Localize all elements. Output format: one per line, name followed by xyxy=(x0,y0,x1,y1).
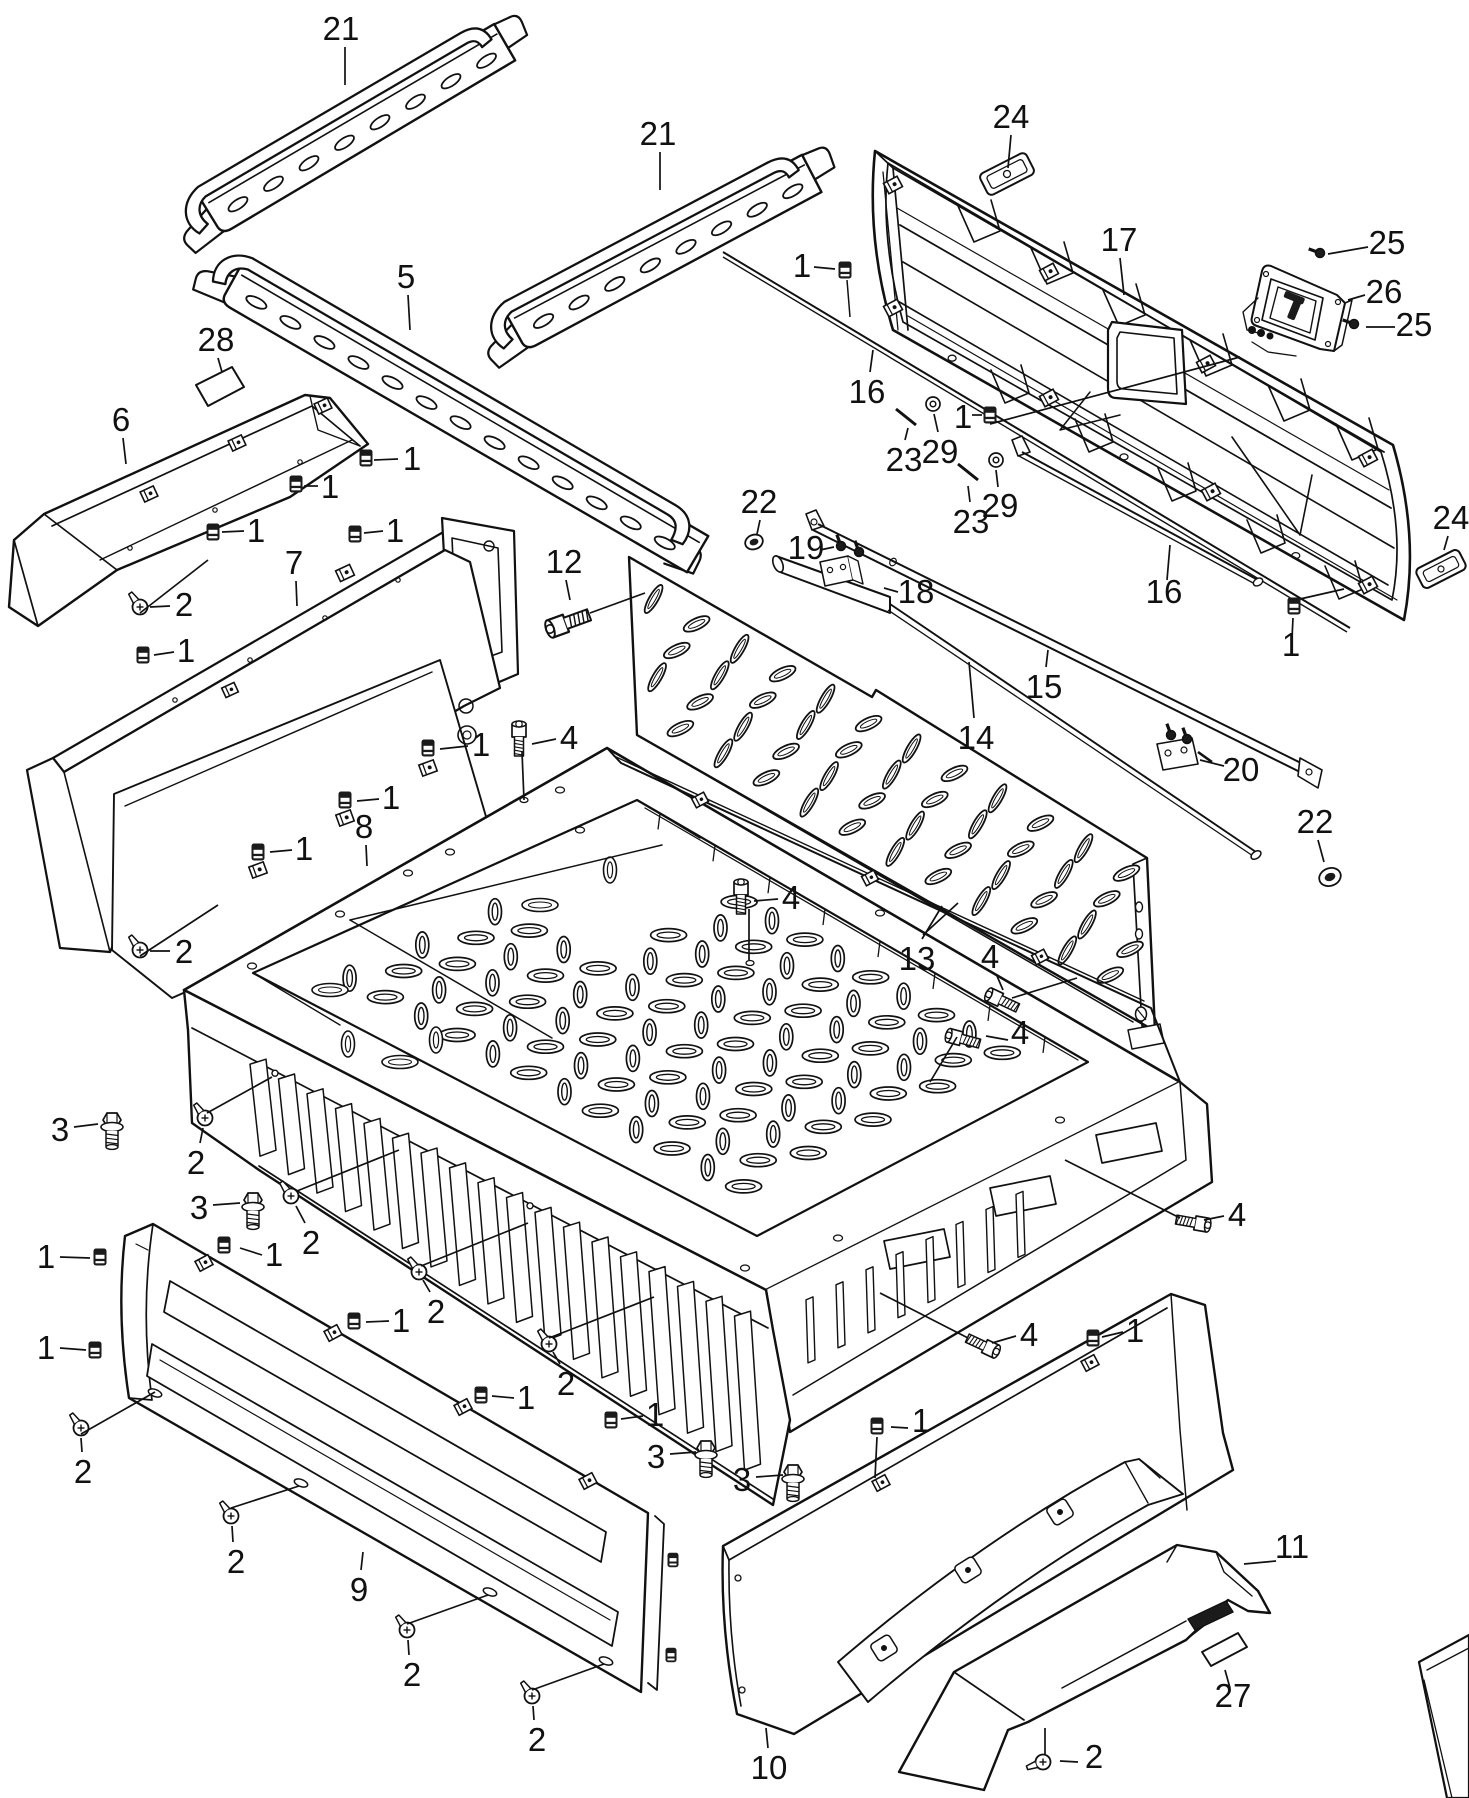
svg-text:22: 22 xyxy=(741,483,778,520)
svg-text:16: 16 xyxy=(849,373,886,410)
svg-text:26: 26 xyxy=(1366,273,1403,310)
svg-text:4: 4 xyxy=(1228,1196,1246,1233)
svg-text:1: 1 xyxy=(265,1236,283,1273)
svg-text:25: 25 xyxy=(1369,224,1406,261)
svg-text:20: 20 xyxy=(1223,751,1260,788)
svg-text:4: 4 xyxy=(560,719,578,756)
svg-text:2: 2 xyxy=(175,933,193,970)
svg-text:2: 2 xyxy=(187,1144,205,1181)
svg-text:27: 27 xyxy=(1215,1677,1252,1714)
svg-text:13: 13 xyxy=(899,940,936,977)
svg-text:12: 12 xyxy=(546,543,583,580)
svg-text:1: 1 xyxy=(386,512,404,549)
svg-text:25: 25 xyxy=(1396,306,1433,343)
svg-text:10: 10 xyxy=(751,1749,788,1786)
svg-text:2: 2 xyxy=(1085,1738,1103,1775)
svg-text:8: 8 xyxy=(355,808,373,845)
svg-text:1: 1 xyxy=(1282,626,1300,663)
svg-text:9: 9 xyxy=(350,1571,368,1608)
svg-text:2: 2 xyxy=(403,1656,421,1693)
svg-text:7: 7 xyxy=(285,544,303,581)
svg-text:24: 24 xyxy=(993,98,1030,135)
svg-text:4: 4 xyxy=(782,879,800,916)
svg-text:1: 1 xyxy=(954,398,972,435)
svg-text:14: 14 xyxy=(958,719,995,756)
svg-text:29: 29 xyxy=(922,433,959,470)
svg-text:18: 18 xyxy=(898,573,935,610)
svg-text:4: 4 xyxy=(981,938,999,975)
svg-text:3: 3 xyxy=(733,1461,751,1498)
svg-text:1: 1 xyxy=(177,632,195,669)
svg-text:2: 2 xyxy=(302,1224,320,1261)
svg-text:5: 5 xyxy=(397,258,415,295)
svg-text:28: 28 xyxy=(198,321,235,358)
svg-text:1: 1 xyxy=(1126,1312,1144,1349)
svg-text:1: 1 xyxy=(247,512,265,549)
svg-text:24: 24 xyxy=(1433,499,1469,536)
svg-text:2: 2 xyxy=(227,1543,245,1580)
svg-text:1: 1 xyxy=(403,440,421,477)
svg-text:1: 1 xyxy=(912,1402,930,1439)
svg-text:3: 3 xyxy=(647,1438,665,1475)
svg-text:1: 1 xyxy=(37,1238,55,1275)
svg-text:1: 1 xyxy=(793,247,811,284)
svg-text:2: 2 xyxy=(557,1365,575,1402)
svg-text:21: 21 xyxy=(323,10,360,47)
svg-text:1: 1 xyxy=(646,1396,664,1433)
svg-text:16: 16 xyxy=(1146,573,1183,610)
svg-text:29: 29 xyxy=(982,487,1019,524)
svg-text:4: 4 xyxy=(1020,1316,1038,1353)
svg-text:11: 11 xyxy=(1275,1528,1309,1565)
svg-text:3: 3 xyxy=(190,1189,208,1226)
svg-text:2: 2 xyxy=(175,586,193,623)
svg-text:3: 3 xyxy=(51,1111,69,1148)
svg-text:1: 1 xyxy=(517,1379,535,1416)
svg-text:2: 2 xyxy=(74,1453,92,1490)
svg-text:23: 23 xyxy=(953,503,990,540)
svg-text:1: 1 xyxy=(321,468,339,505)
svg-text:23: 23 xyxy=(886,441,923,478)
svg-text:1: 1 xyxy=(382,779,400,816)
svg-text:6: 6 xyxy=(112,401,130,438)
svg-text:2: 2 xyxy=(528,1721,546,1758)
svg-text:22: 22 xyxy=(1297,803,1334,840)
svg-text:1: 1 xyxy=(392,1302,410,1339)
svg-text:17: 17 xyxy=(1101,221,1138,258)
svg-text:21: 21 xyxy=(640,115,677,152)
svg-text:1: 1 xyxy=(472,726,490,763)
svg-text:2: 2 xyxy=(427,1293,445,1330)
svg-text:1: 1 xyxy=(295,830,313,867)
svg-text:1: 1 xyxy=(37,1329,55,1366)
svg-text:4: 4 xyxy=(1011,1014,1029,1051)
svg-text:15: 15 xyxy=(1026,668,1063,705)
svg-text:19: 19 xyxy=(788,529,825,566)
